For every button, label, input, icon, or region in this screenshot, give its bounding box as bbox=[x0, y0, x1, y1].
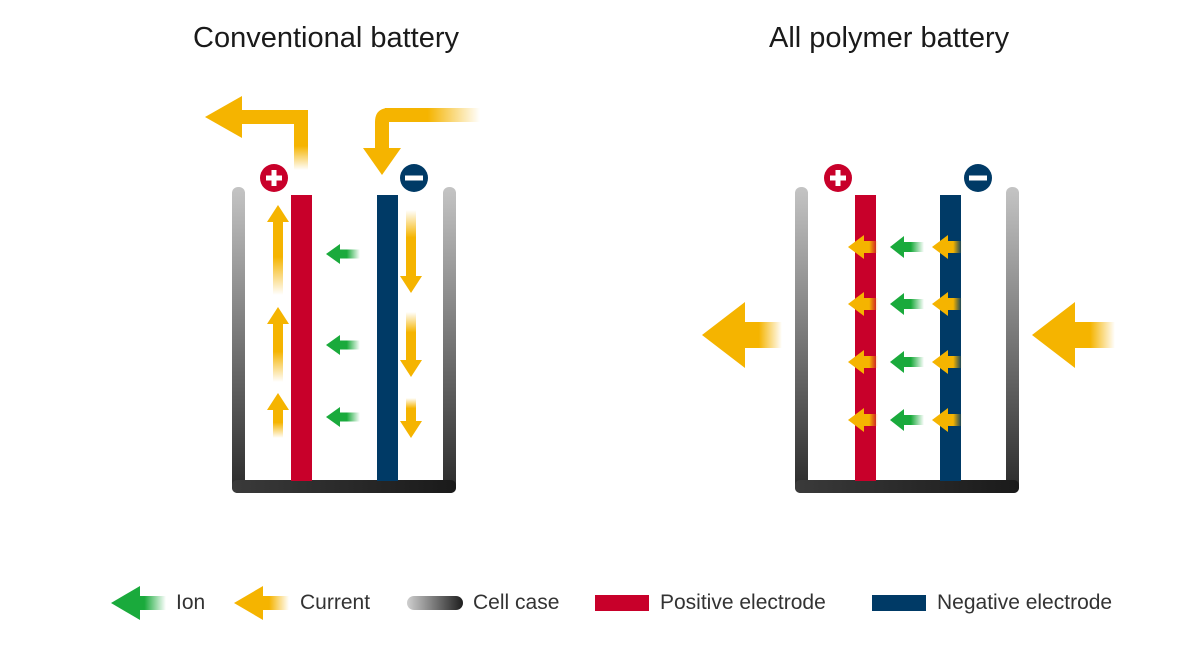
current-down-arrow-icon bbox=[400, 398, 422, 438]
ion-arrows-left bbox=[326, 244, 360, 427]
legend-negative-electrode-icon bbox=[872, 595, 926, 611]
cell-case-right bbox=[795, 187, 1019, 493]
ion-arrow-icon bbox=[326, 407, 360, 427]
positive-electrode-right bbox=[855, 195, 876, 481]
current-up-arrow-icon bbox=[267, 307, 289, 382]
negative-terminal-icon bbox=[964, 164, 992, 192]
negative-electrode-right bbox=[940, 195, 961, 481]
legend-positive-electrode-label: Positive electrode bbox=[660, 591, 826, 614]
negative-terminal-icon bbox=[400, 164, 428, 192]
legend-positive-electrode-icon bbox=[595, 595, 649, 611]
current-arrow-icon bbox=[932, 408, 962, 432]
negative-electrode-left bbox=[377, 195, 398, 481]
current-arrow-icon bbox=[932, 235, 962, 259]
current-in-arrow-icon bbox=[363, 108, 480, 175]
positive-terminal-icon bbox=[824, 164, 852, 192]
ion-arrow-icon bbox=[890, 293, 924, 315]
ion-arrow-icon bbox=[326, 244, 360, 264]
ion-arrow-icon bbox=[890, 351, 924, 373]
current-down-arrows bbox=[400, 210, 422, 438]
ion-arrow-icon bbox=[890, 409, 924, 431]
legend-cell-case-label: Cell case bbox=[473, 591, 560, 614]
ion-arrow-icon bbox=[890, 236, 924, 258]
legend-current-icon bbox=[234, 586, 289, 620]
all-polymer-battery-title: All polymer battery bbox=[769, 22, 1010, 54]
current-down-arrow-icon bbox=[400, 312, 422, 377]
positive-electrode-left bbox=[291, 195, 312, 481]
legend-current-label: Current bbox=[300, 591, 371, 614]
legend-cell-case-icon bbox=[407, 596, 463, 610]
legend-ion-label: Ion bbox=[176, 591, 206, 614]
current-arrow-icon bbox=[932, 292, 962, 316]
cell-case-left bbox=[232, 187, 456, 493]
legend-negative-electrode-label: Negative electrode bbox=[937, 591, 1113, 614]
conventional-battery bbox=[205, 96, 480, 493]
current-down-arrow-icon bbox=[400, 210, 422, 293]
legend-ion-icon bbox=[111, 586, 166, 620]
current-up-arrow-icon bbox=[267, 205, 289, 295]
current-up-arrow-icon bbox=[267, 393, 289, 438]
current-arrow-icon bbox=[848, 408, 878, 432]
current-arrow-icon bbox=[848, 350, 878, 374]
current-arrow-icon bbox=[848, 235, 878, 259]
current-arrow-icon bbox=[848, 292, 878, 316]
current-arrow-icon bbox=[932, 350, 962, 374]
positive-terminal-icon bbox=[260, 164, 288, 192]
polymer-arrow-rows bbox=[848, 235, 962, 432]
current-in-big-arrow-icon bbox=[1032, 302, 1115, 368]
current-out-big-arrow-icon bbox=[702, 302, 782, 368]
all-polymer-battery bbox=[702, 164, 1115, 493]
legend bbox=[111, 586, 926, 620]
ion-arrow-icon bbox=[326, 335, 360, 355]
conventional-battery-title: Conventional battery bbox=[193, 22, 459, 54]
current-up-arrows bbox=[267, 205, 289, 438]
current-out-arrow-icon bbox=[205, 96, 308, 170]
